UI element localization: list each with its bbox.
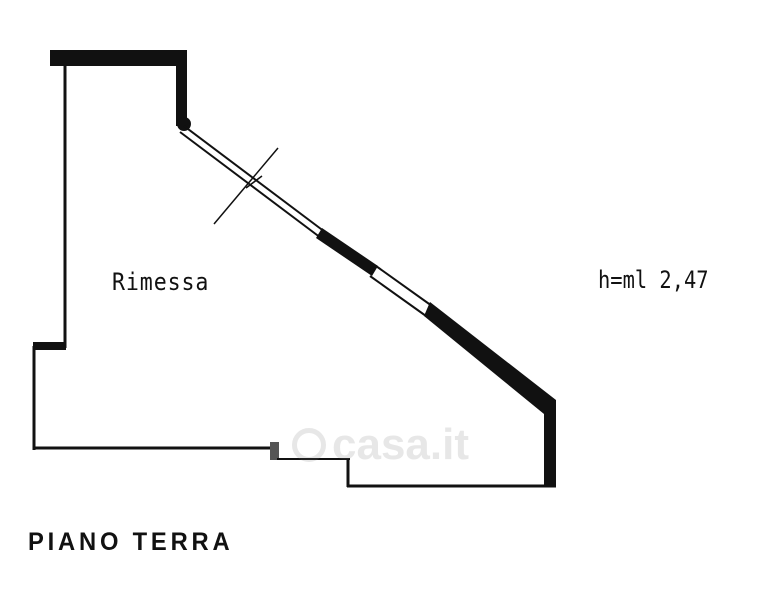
door-mark-1 [213, 147, 279, 225]
window-glazing-outer [183, 125, 326, 233]
diagonal-wall-segment-1 [316, 228, 378, 276]
floor-title: PIANO TERRA [28, 528, 234, 556]
ceiling-height-label: h=ml 2,47 [598, 266, 709, 294]
room-label: Rimessa [112, 268, 210, 296]
window2-outer [375, 265, 433, 307]
casa-logo-icon [292, 428, 326, 462]
left-step-wall [33, 342, 66, 350]
door-mark-2 [245, 175, 263, 189]
top-wall [50, 50, 187, 66]
watermark: casa.it [292, 420, 469, 470]
bottom-wall-joint [270, 442, 279, 460]
watermark-text: casa.it [332, 420, 469, 469]
upper-right-wall [176, 58, 187, 126]
diagonal-wall-segment-2 [424, 302, 556, 414]
right-wall [544, 402, 556, 486]
window2-inner [369, 275, 427, 317]
